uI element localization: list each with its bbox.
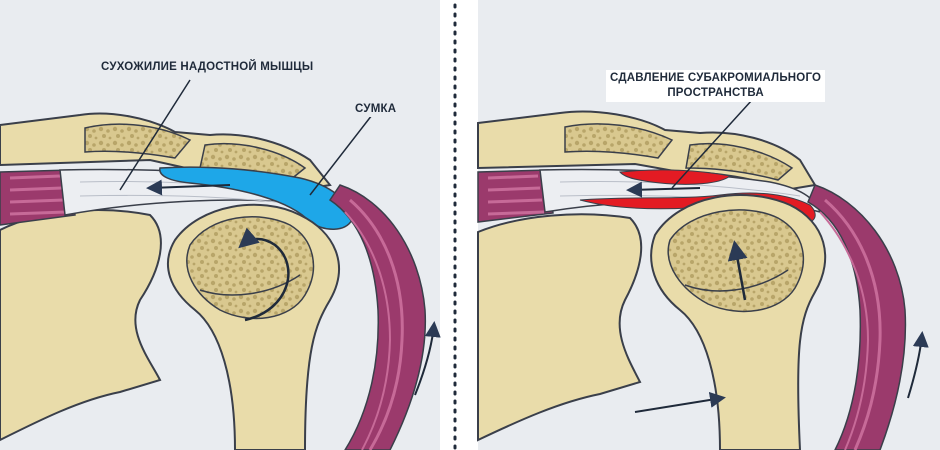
right-tendon-arrow — [626, 181, 701, 198]
right-panel — [477, 0, 940, 450]
compression-leader-line — [671, 99, 753, 189]
compression-label-line-2: ПРОСТРАНСТВА — [667, 87, 764, 99]
left-deltoid-muscle — [328, 184, 427, 450]
left-tendon-arrow — [146, 179, 231, 196]
right-supraspinatus-muscle — [477, 169, 554, 223]
right-acromion-spongy-2 — [685, 142, 794, 181]
tendon-label: СУХОЖИЛИЕ НАДОСТНОЙ МЫШЦЫ — [98, 60, 317, 75]
left-rotation-arrow — [238, 227, 290, 322]
tendon-leader-line — [119, 79, 191, 191]
left-deltoid-arrow — [414, 321, 441, 396]
right-scapula — [477, 213, 643, 442]
left-panel — [0, 0, 441, 450]
bursa-label: СУМКА — [352, 102, 400, 117]
right-deltoid-arrow — [907, 331, 929, 399]
compression-label: СДАВЛЕНИЕ СУБАКРОМИАЛЬНОГО ПРОСТРАНСТВА — [606, 70, 826, 102]
compression-zone-upper — [619, 169, 732, 185]
right-acromion-spongy-1 — [564, 123, 674, 159]
left-bursa — [159, 166, 353, 230]
bursa-leader-line — [309, 114, 373, 196]
right-upward-arrow — [727, 240, 748, 301]
left-acromion-spongy-1 — [84, 123, 192, 159]
left-humerus-spongy — [186, 216, 315, 320]
right-push-arrow — [634, 392, 726, 413]
right-deltoid-muscle — [807, 184, 907, 450]
compression-label-line-1: СДАВЛЕНИЕ СУБАКРОМИАЛЬНОГО — [610, 72, 822, 84]
